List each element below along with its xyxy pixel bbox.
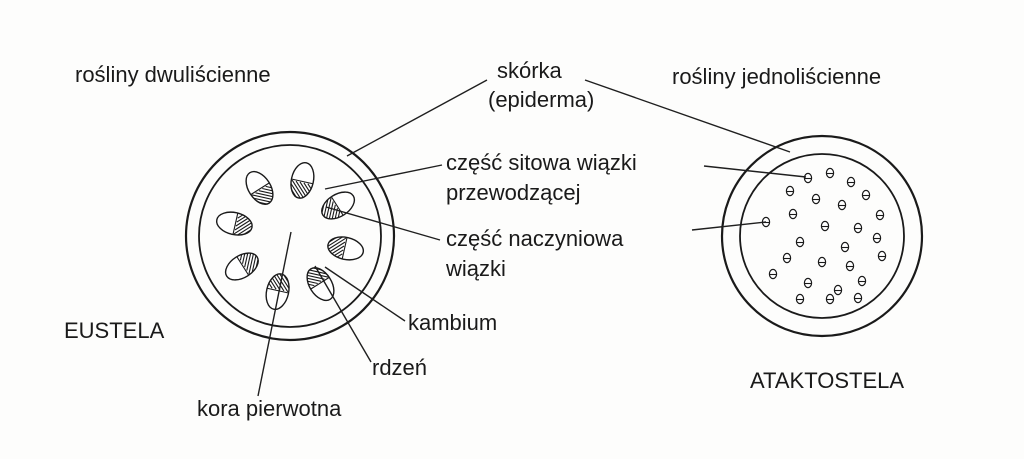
scattered-bundle bbox=[811, 193, 821, 205]
label-phloem: część sitowa wiązki bbox=[446, 150, 637, 175]
label-xylem-sub: wiązki bbox=[445, 256, 506, 281]
vascular-bundle bbox=[287, 161, 318, 201]
label-xylem: część naczyniowa bbox=[446, 226, 624, 251]
scattered-bundle bbox=[833, 284, 843, 296]
scattered-bundle bbox=[872, 232, 882, 244]
scattered-bundle bbox=[845, 260, 855, 272]
bundle-cambium-line bbox=[330, 196, 344, 216]
label-pith: rdzeń bbox=[372, 355, 427, 380]
monocot-stem bbox=[720, 134, 924, 338]
vascular-bundle bbox=[301, 265, 339, 302]
label-skin-sub: (epiderma) bbox=[488, 87, 594, 112]
label-cortex: kora pierwotna bbox=[197, 396, 342, 421]
scattered-bundle bbox=[785, 185, 795, 197]
scattered-bundle bbox=[795, 293, 805, 305]
bundle-outline bbox=[224, 252, 259, 281]
scattered-bundle bbox=[768, 268, 778, 280]
scattered-bundles bbox=[761, 167, 887, 305]
label-dicots: rośliny dwuliścienne bbox=[75, 62, 271, 87]
label-ataktostela: ATAKTOSTELA bbox=[750, 368, 904, 393]
leader-cortex bbox=[257, 231, 292, 397]
scattered-bundle bbox=[875, 209, 885, 221]
label-eustela: EUSTELA bbox=[64, 318, 165, 343]
bundle-outline bbox=[245, 170, 274, 205]
scattered-bundle bbox=[837, 199, 847, 211]
scattered-bundle bbox=[817, 256, 827, 268]
monocot-epidermis-outer bbox=[720, 134, 924, 338]
scattered-bundle bbox=[803, 172, 813, 184]
leader-xylem-left bbox=[325, 206, 441, 241]
scattered-bundle bbox=[846, 176, 856, 188]
bundle-outline bbox=[306, 267, 335, 302]
bundle-cambium-line bbox=[250, 182, 270, 196]
vascular-bundle bbox=[241, 170, 279, 207]
scattered-bundle bbox=[840, 241, 850, 253]
label-cambium: kambium bbox=[408, 310, 497, 335]
vascular-bundle bbox=[325, 233, 365, 264]
dicot-epidermis-outer bbox=[184, 130, 396, 342]
dicot-epidermis-inner bbox=[198, 144, 382, 328]
vascular-bundle bbox=[224, 247, 261, 285]
leader-lines bbox=[257, 79, 807, 397]
vascular-bundle bbox=[215, 208, 255, 239]
labels: rośliny dwuliścienne rośliny jednoliście… bbox=[64, 58, 904, 421]
leader-phloem-left bbox=[324, 164, 443, 190]
scattered-bundle bbox=[820, 220, 830, 232]
scattered-bundle bbox=[825, 167, 835, 179]
label-phloem-sub: przewodzącej bbox=[446, 180, 581, 205]
vascular-bundle bbox=[262, 271, 293, 311]
scattered-bundle bbox=[803, 277, 813, 289]
leader-phloem-right bbox=[703, 165, 807, 178]
scattered-bundle bbox=[788, 208, 798, 220]
bundle-cambium-line bbox=[236, 256, 250, 276]
scattered-bundle bbox=[853, 292, 863, 304]
leader-xylem-right bbox=[691, 221, 767, 231]
bundle-cambium-line bbox=[341, 237, 348, 260]
scattered-bundle bbox=[782, 252, 792, 264]
leader-skin-left bbox=[346, 79, 488, 157]
bundle-cambium-line bbox=[232, 212, 239, 235]
scattered-bundle bbox=[853, 222, 863, 234]
bundle-cambium-line bbox=[291, 178, 314, 185]
scattered-bundle bbox=[861, 189, 871, 201]
bundle-cambium-line bbox=[266, 287, 289, 294]
leader-cambium bbox=[324, 266, 406, 322]
leader-skin-right bbox=[584, 79, 791, 153]
scattered-bundle bbox=[857, 275, 867, 287]
scattered-bundle bbox=[825, 293, 835, 305]
bundle-cambium-line bbox=[310, 276, 330, 290]
monocot-epidermis-inner bbox=[739, 153, 905, 319]
scattered-bundle bbox=[795, 236, 805, 248]
leader-pith bbox=[314, 265, 372, 363]
label-monocots: rośliny jednoliścienne bbox=[672, 64, 881, 89]
label-skin: skórka bbox=[497, 58, 563, 83]
scattered-bundle bbox=[877, 250, 887, 262]
